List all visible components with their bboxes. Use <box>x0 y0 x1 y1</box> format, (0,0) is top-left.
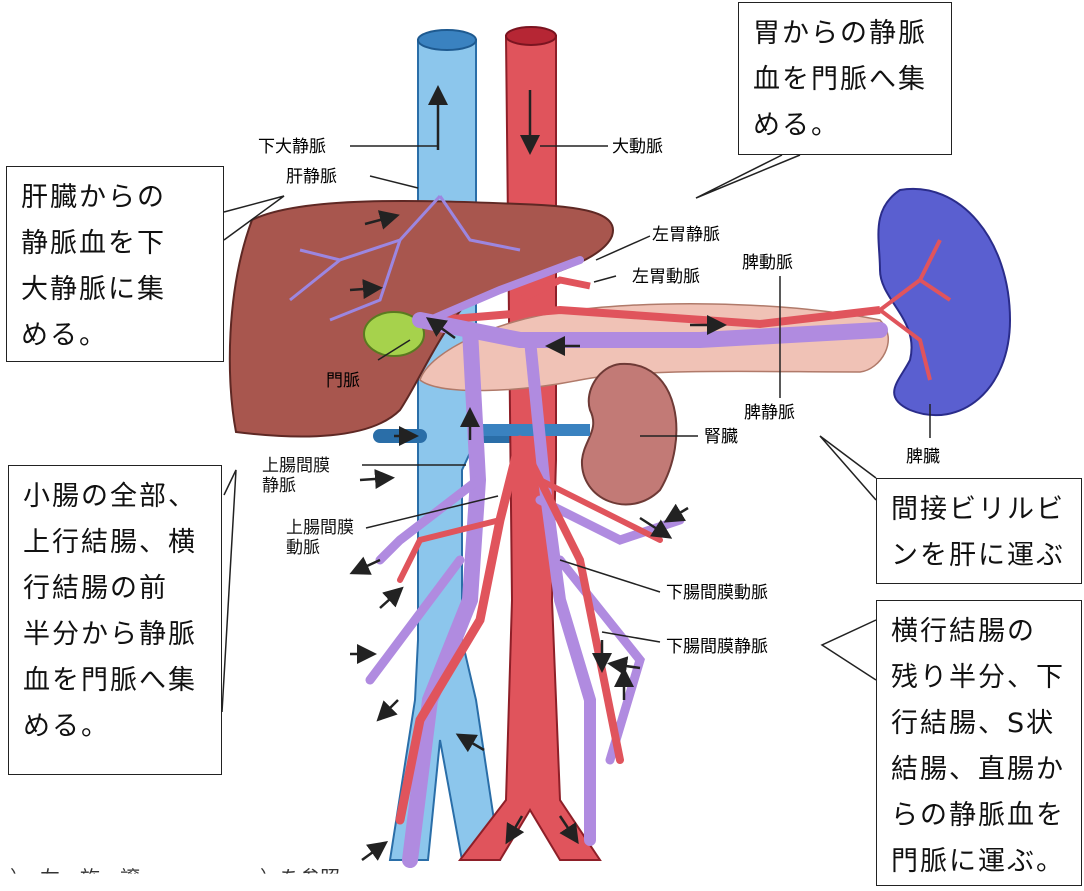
label-portal-vein: 門脈 <box>326 371 360 391</box>
label-aorta: 大動脈 <box>612 137 663 157</box>
label-left-gastric-vein: 左胃静脈 <box>652 225 720 245</box>
kidney <box>582 364 676 505</box>
callout-bilirubin: 間接ビリルビ ンを肝に運ぶ <box>876 478 1082 584</box>
label-sm-artery: 上腸間膜 動脈 <box>286 518 354 558</box>
callout-liver: 肝臓からの 静脈血を下 大静脈に集 める。 <box>6 166 224 362</box>
callout-stomach: 胃からの静脈 血を門脈へ集 める。 <box>738 2 952 155</box>
label-spleen: 脾臓 <box>906 447 940 467</box>
label-splenic-artery: 脾動脈 <box>742 253 793 273</box>
label-kidney: 腎臓 <box>704 427 738 447</box>
label-ivc: 下大静脈 <box>258 137 326 157</box>
label-sm-vein: 上腸間膜 静脈 <box>262 456 330 496</box>
label-hepatic-vein: 肝静脈 <box>286 167 337 187</box>
label-im-artery: 下腸間膜動脈 <box>666 583 768 603</box>
label-im-vein: 下腸間膜静脈 <box>666 637 768 657</box>
inferior-vena-cava <box>380 30 510 860</box>
callout-small-intestine: 小腸の全部、 上行結腸、横 行結腸の前 半分から静脈 血を門脈へ集 める。 <box>8 465 222 775</box>
label-splenic-vein: 脾静脈 <box>744 403 795 423</box>
callout-colon: 横行結腸の 残り半分、下 行結腸、S状 結腸、直腸か らの静脈血を 門脈に運ぶ。 <box>876 600 1082 886</box>
spleen <box>878 189 1010 415</box>
label-left-gastric-artery: 左胃動脈 <box>632 267 700 287</box>
